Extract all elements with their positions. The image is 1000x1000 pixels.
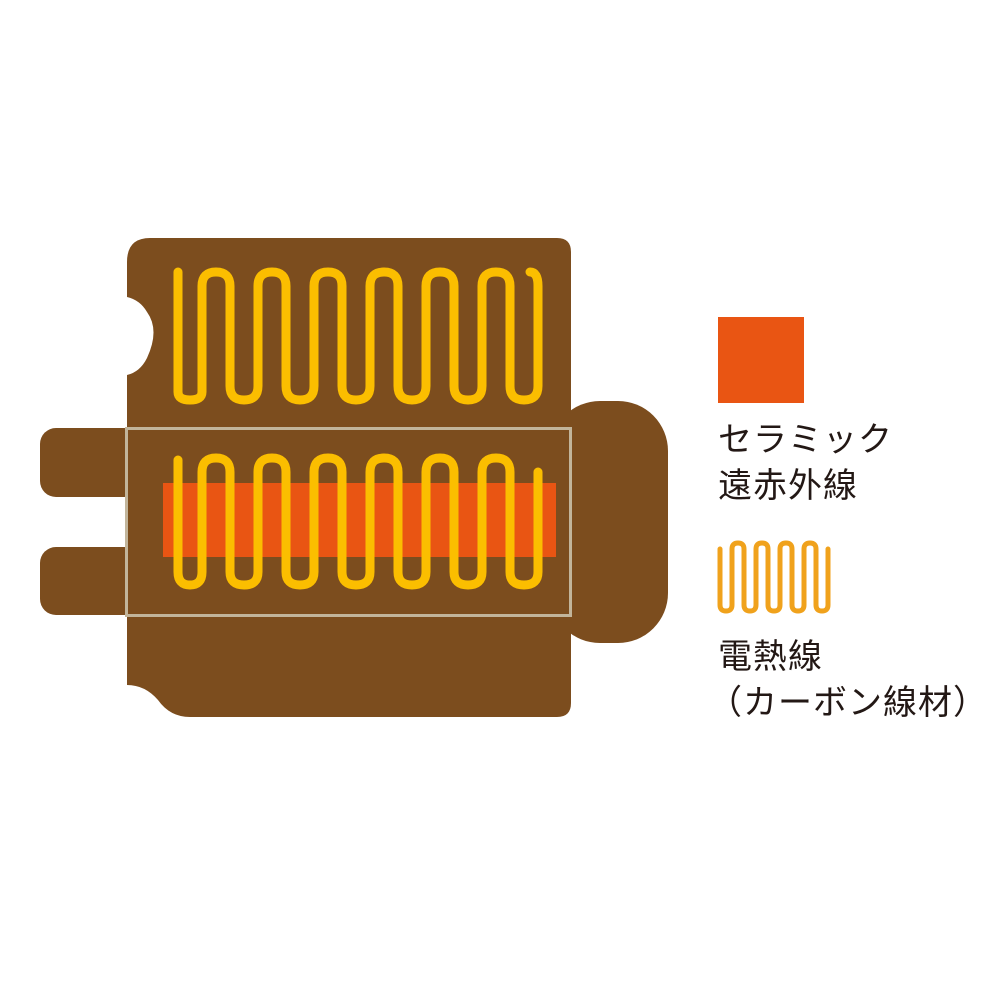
- left-tab-lower: [40, 547, 140, 615]
- main-body: [127, 238, 571, 717]
- left-tab-upper: [40, 428, 140, 497]
- ceramic-swatch-icon: [718, 317, 804, 403]
- ceramic-far-infrared-bar: [163, 483, 556, 557]
- coil-swatch-icon: [717, 540, 831, 614]
- ceramic-frame: [125, 427, 572, 617]
- right-knob: [550, 401, 668, 643]
- heating-coil-bottom: [173, 453, 543, 590]
- heating-coil-top: [173, 267, 543, 405]
- legend-ceramic-label-line2: 遠赤外線: [718, 466, 858, 506]
- legend-ceramic-label-line1: セラミック: [718, 420, 893, 460]
- legend-wire-label-line2: （カーボン線材）: [708, 683, 988, 723]
- legend-wire-label-line1: 電熱線: [718, 637, 823, 677]
